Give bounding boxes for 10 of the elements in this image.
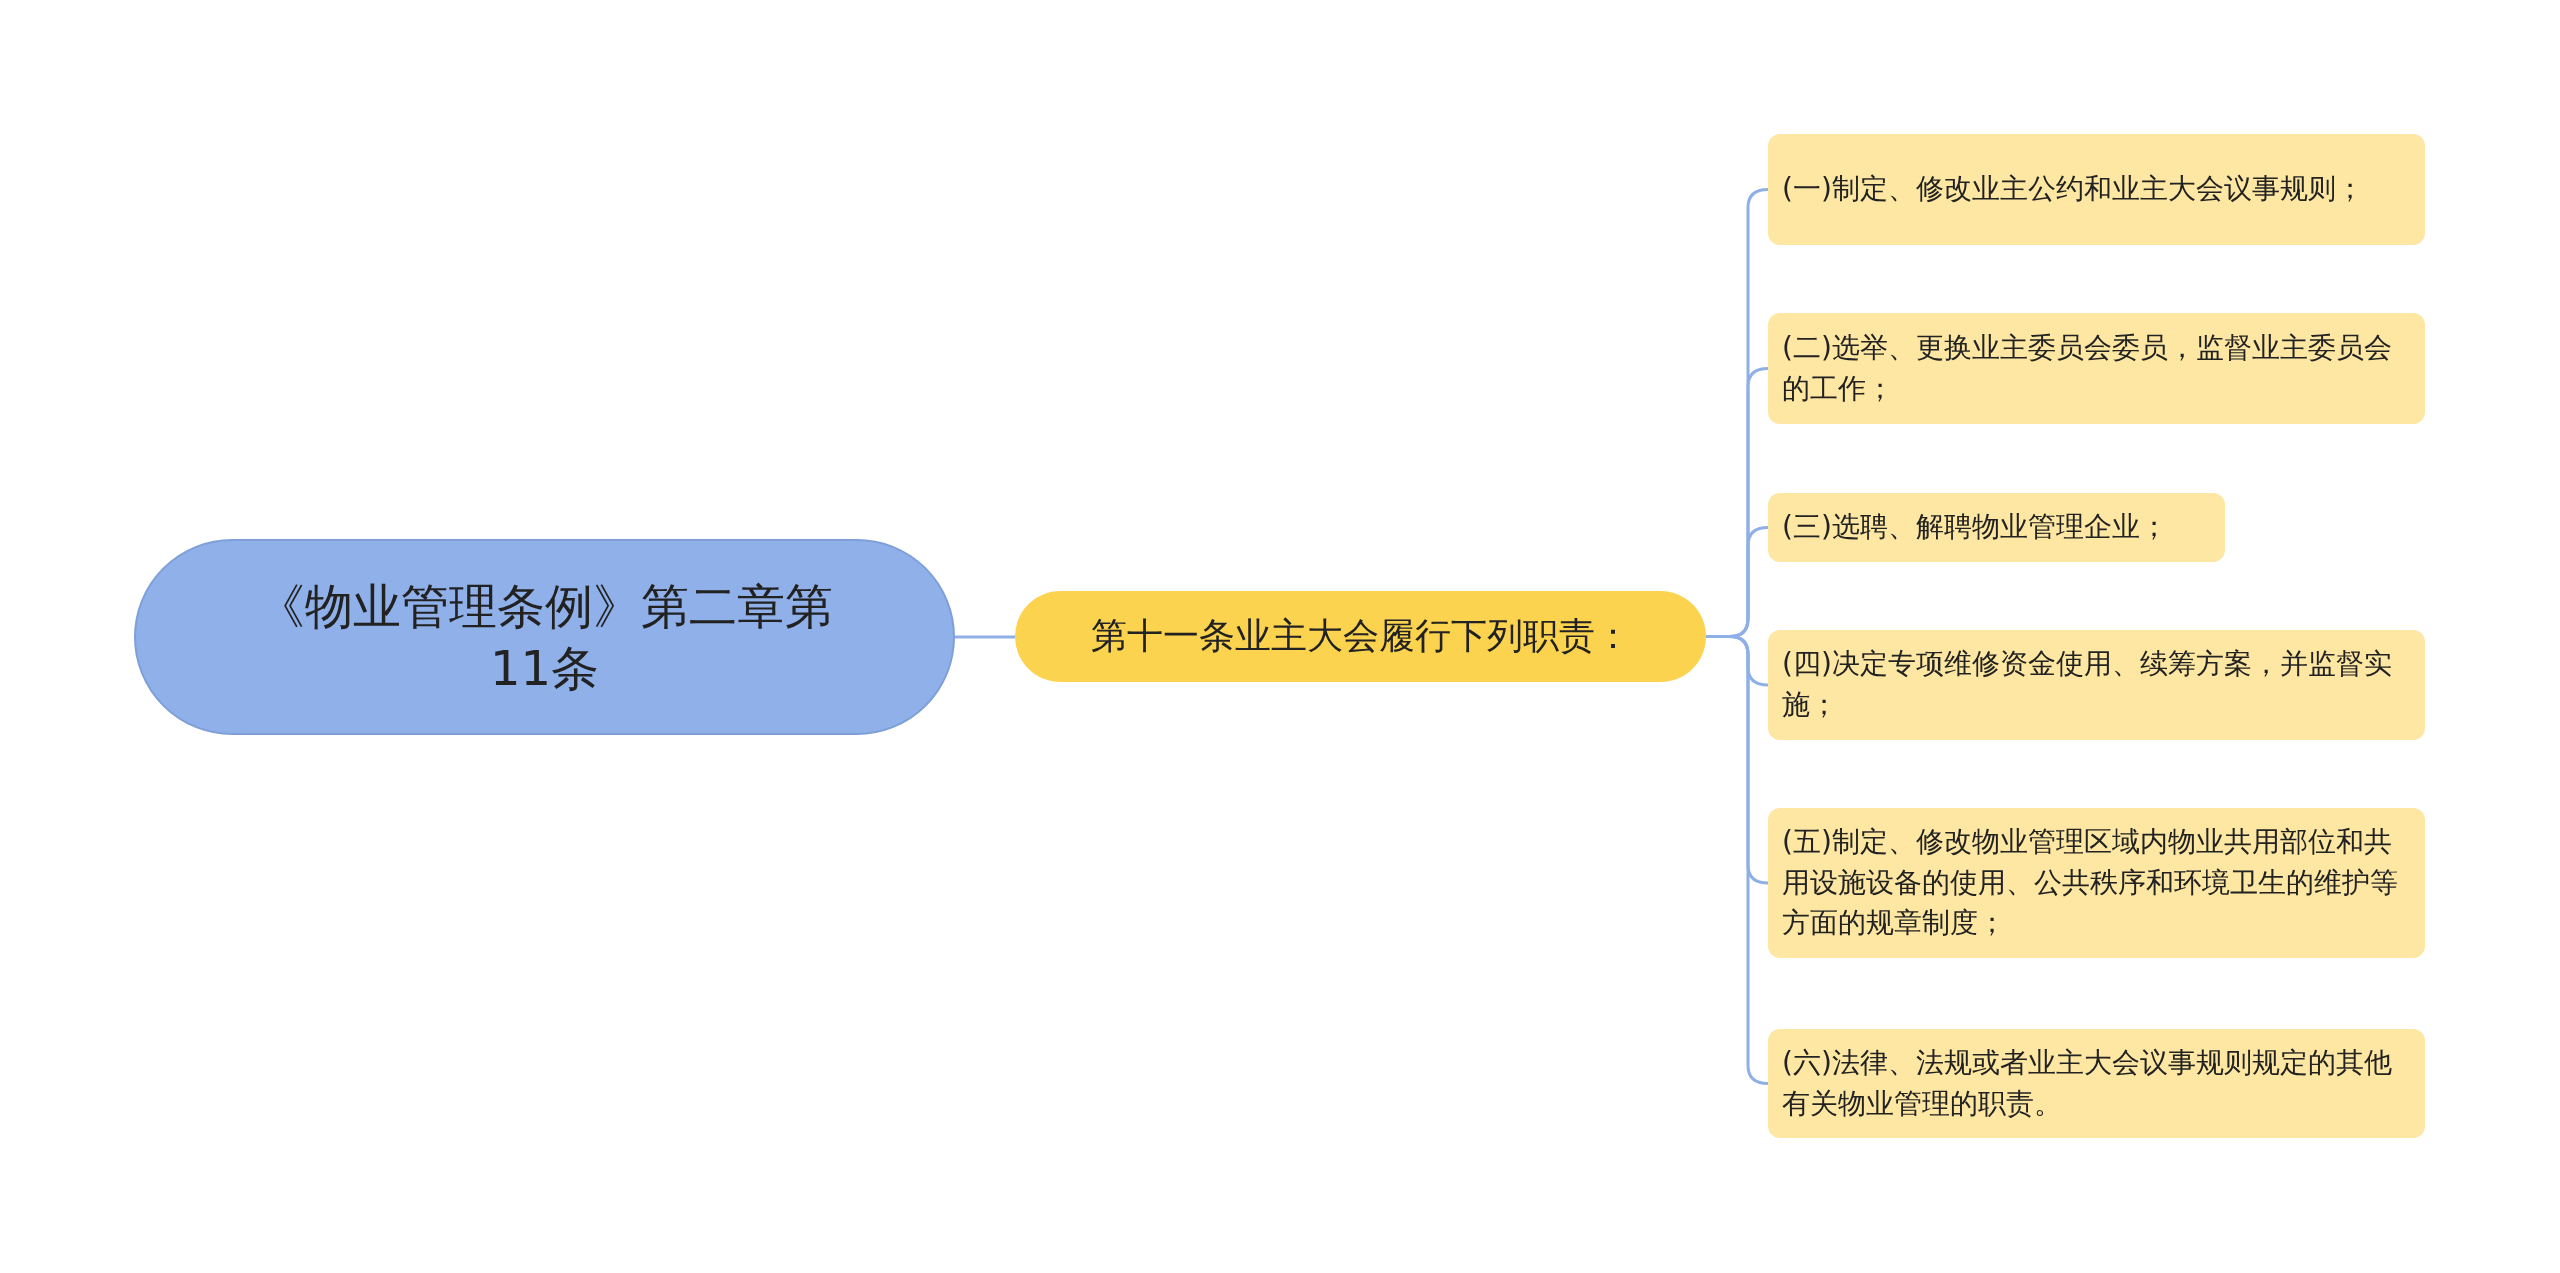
root-topic-box: 《物业管理条例》第二章第11条 (134, 539, 955, 735)
subtopic-box: (二)选举、更换业主委员会委员，监督业主委员会的工作； (1768, 313, 2425, 424)
connector-line (955, 635, 1015, 639)
subtopic-box: (一)制定、修改业主公约和业主大会议事规则； (1768, 134, 2425, 245)
subtopic-box: (三)选聘、解聘物业管理企业； (1768, 493, 2225, 562)
subtopic-box: (六)法律、法规或者业主大会议事规则规定的其他有关物业管理的职责。 (1768, 1029, 2425, 1138)
subtopic-box: (四)决定专项维修资金使用、续筹方案，并监督实施； (1768, 630, 2425, 740)
connector-line (1706, 635, 1769, 1085)
subtopic-box: (五)制定、修改物业管理区域内物业共用部位和共用设施设备的使用、公共秩序和环境卫生的维护等方面的规章制度； (1768, 808, 2425, 958)
topic-box: 第十一条业主大会履行下列职责： (1015, 591, 1706, 682)
